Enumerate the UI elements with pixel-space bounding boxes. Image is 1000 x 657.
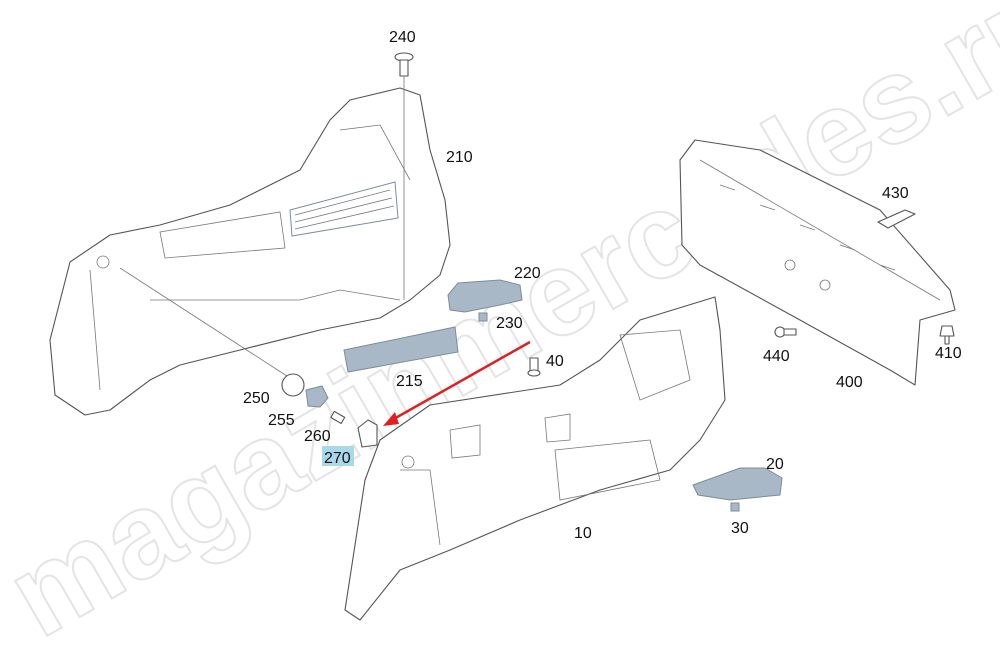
label-430: 430 — [882, 185, 909, 202]
part-220-cover — [447, 279, 523, 313]
label-440: 440 — [763, 348, 790, 365]
part-250-bracket — [281, 373, 305, 397]
label-255: 255 — [268, 412, 295, 429]
label-250: 250 — [243, 390, 270, 407]
part-440-bolt — [774, 326, 797, 338]
label-230: 230 — [496, 315, 523, 332]
part-430-grommet — [877, 209, 916, 229]
label-20: 20 — [766, 456, 784, 473]
part-270-holder — [357, 419, 378, 448]
label-215: 215 — [396, 373, 423, 390]
part-30-clip — [730, 502, 740, 512]
red-arrow-indicator — [383, 340, 531, 426]
label-10: 10 — [574, 525, 592, 542]
highlight-270 — [322, 446, 354, 466]
part-215-panel — [343, 326, 459, 373]
part-240-clip — [394, 52, 414, 300]
label-270[interactable]: 270 — [324, 450, 351, 467]
part-20-cover — [692, 467, 783, 501]
part-260-bolt — [330, 410, 346, 425]
part-410-clip — [939, 325, 955, 345]
label-260: 260 — [304, 428, 331, 445]
label-410: 410 — [935, 345, 962, 362]
part-230-clip — [478, 312, 488, 322]
label-220: 220 — [514, 265, 541, 282]
part-40-screw — [527, 357, 541, 377]
label-40: 40 — [546, 353, 564, 370]
part-400-rear-panel — [679, 139, 956, 386]
label-400: 400 — [836, 374, 863, 391]
part-210-left-trim — [49, 87, 451, 416]
part-255-cap — [305, 385, 329, 408]
label-30: 30 — [731, 520, 749, 537]
part-10-right-trim — [344, 296, 726, 621]
label-240: 240 — [389, 29, 416, 46]
label-210: 210 — [446, 149, 473, 166]
